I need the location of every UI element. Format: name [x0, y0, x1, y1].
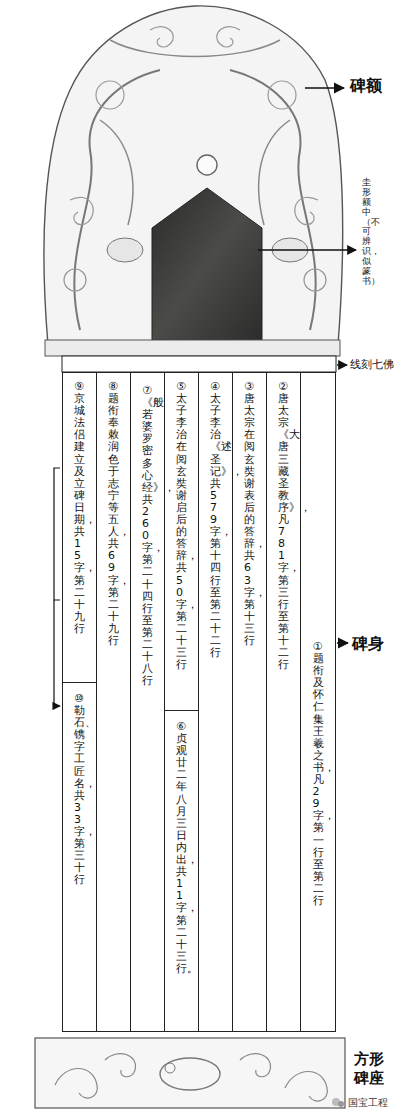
inscription-column: ⑩勒石、镌字工匠名，共33字，第三十行 [62, 682, 97, 1032]
beast-figure [160, 1058, 220, 1090]
cloud-curl [217, 27, 240, 47]
dragon-scale [304, 269, 326, 291]
cloud-curl [295, 197, 318, 224]
cloud-curl [150, 27, 173, 47]
cloud-curl [240, 1054, 270, 1077]
part-label-box: 方形碑座 [354, 1050, 386, 1088]
column-text: ③唐太宗在阅玄奘谢表后的答辞，共63字，第十三行 [244, 381, 255, 647]
callout-note-box: 圭形额中（不可辨识，似篆书） [362, 178, 371, 287]
part-label: 方形碑座 [354, 1050, 386, 1088]
column-text: ⑥贞观廿二年八月三日内出，共11字，第二十三行。 [176, 721, 187, 975]
watermark-icon [338, 1101, 344, 1107]
callout-note: 圭形额中（不可辨识，似篆书） [362, 178, 371, 287]
leader-arrow [337, 642, 348, 644]
inscription-column: ⑧题衔奉敕润色于志宁等五人，共69字，第二十九行 [96, 372, 131, 1032]
head-base-band [45, 340, 340, 356]
part-label: 碑额 [350, 76, 382, 97]
stele-head [44, 6, 343, 345]
dragon-body [74, 70, 160, 330]
part-label: 线刻七佛 [350, 357, 394, 372]
column-text: ⑧题衔奉敕润色于志宁等五人，共69字，第二十九行 [108, 381, 119, 647]
dragon-body [259, 120, 290, 225]
column-text: ①题衔及怀仁集王羲之书，凡29字，第一行至第二行 [313, 641, 324, 907]
inscription-column: ③唐太宗在阅玄奘谢表后的答辞，共63字，第十三行 [232, 372, 267, 1032]
cloud-curl [55, 1069, 97, 1099]
beast-figure [165, 1063, 175, 1073]
watermark-box: 国宝工程 [346, 1096, 390, 1110]
dragon-scale [64, 269, 86, 291]
leader-arrow [337, 364, 347, 365]
cloud-curl [285, 1072, 327, 1102]
inscription-column: ⑨京城法侣建立及立碑日期，共15字，第二十九行 [62, 372, 97, 683]
cloud-curl [70, 197, 93, 224]
cloud-curl [105, 1054, 135, 1077]
bracket [54, 468, 60, 600]
inscription-column: ⑤太子李治在阅玄奘谢启后的答辞，共50字，第二十三行 [164, 372, 199, 711]
leader-arrow [258, 249, 356, 250]
column-text: ④太子李治《述圣记》，共579字，第十四行至第二十二行 [210, 381, 221, 659]
column-text: ⑦《般若婆罗密多心经》，共260字，第二十四行至第二十八行 [142, 385, 153, 687]
dragon-head [107, 238, 143, 262]
inscription-column: ④太子李治《述圣记》，共579字，第十四行至第二十二行 [198, 372, 233, 1032]
part-label-box: 线刻七佛 [350, 357, 394, 372]
inscription-column: ⑥贞观廿二年八月三日内出，共11字，第二十三行。 [164, 710, 199, 1032]
column-text: ⑩勒石、镌字工匠名，共33字，第三十行 [74, 693, 85, 887]
seven-buddha-band [62, 356, 336, 372]
inscription-column: ②唐太宗《大唐三藏圣教序》，凡781字，第三行至第十二行 [266, 372, 301, 1032]
part-label-box: 碑额 [350, 76, 382, 97]
watermark: 国宝工程 [346, 1096, 390, 1110]
square-pedestal [35, 1038, 345, 1108]
column-text: ⑤太子李治在阅玄奘谢启后的答辞，共50字，第二十三行 [176, 381, 187, 671]
inscription-column: ①题衔及怀仁集王羲之书，凡29字，第一行至第二行 [300, 372, 336, 1032]
part-label: 碑身 [352, 634, 384, 655]
gui-shaped-panel [152, 188, 262, 340]
column-text: ⑨京城法侣建立及立碑日期，共15字，第二十九行 [74, 381, 85, 635]
inscription-column: ⑦《般若婆罗密多心经》，共260字，第二十四行至第二十八行 [130, 372, 165, 1032]
part-label-box: 碑身 [352, 634, 384, 655]
dragon-pearl [197, 155, 217, 175]
leader-arrow [305, 87, 344, 89]
dragon-body [110, 40, 280, 57]
dragon-body [100, 120, 133, 225]
bracket-arrow [54, 600, 60, 706]
column-text: ②唐太宗《大唐三藏圣教序》，凡781字，第三行至第十二行 [278, 381, 289, 671]
dragon-scale [96, 81, 124, 109]
dragon-scale [268, 81, 296, 109]
